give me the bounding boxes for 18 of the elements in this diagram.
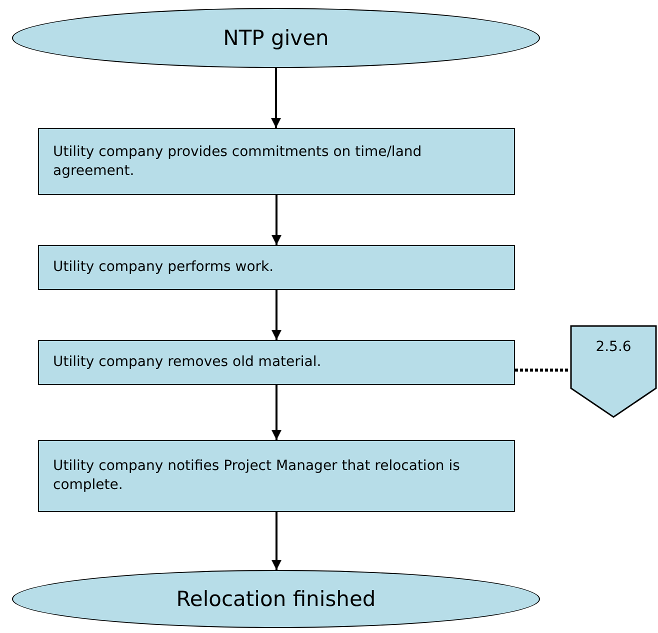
off-page-connector: [570, 325, 657, 418]
process-box: [38, 440, 515, 512]
arrow: [271, 68, 281, 128]
process-box: [38, 340, 515, 385]
node-text: Utility company removes old material.: [53, 353, 322, 372]
arrow: [272, 195, 282, 245]
arrow: [272, 385, 282, 440]
node-text: 2.5.6: [596, 339, 632, 355]
node-text: NTP given: [223, 26, 329, 50]
arrow: [272, 512, 282, 570]
dotted-connector: [515, 368, 570, 372]
arrow: [272, 290, 282, 340]
process-box: [38, 128, 515, 195]
node-text: Utility company performs work.: [53, 258, 274, 277]
process-box: [38, 245, 515, 290]
node-text: Utility company provides commitments on time/land agreement.: [53, 142, 423, 180]
node-text: Relocation finished: [176, 587, 376, 611]
node-text: Utility company notifies Project Manager that relocation is complete.: [53, 457, 461, 495]
